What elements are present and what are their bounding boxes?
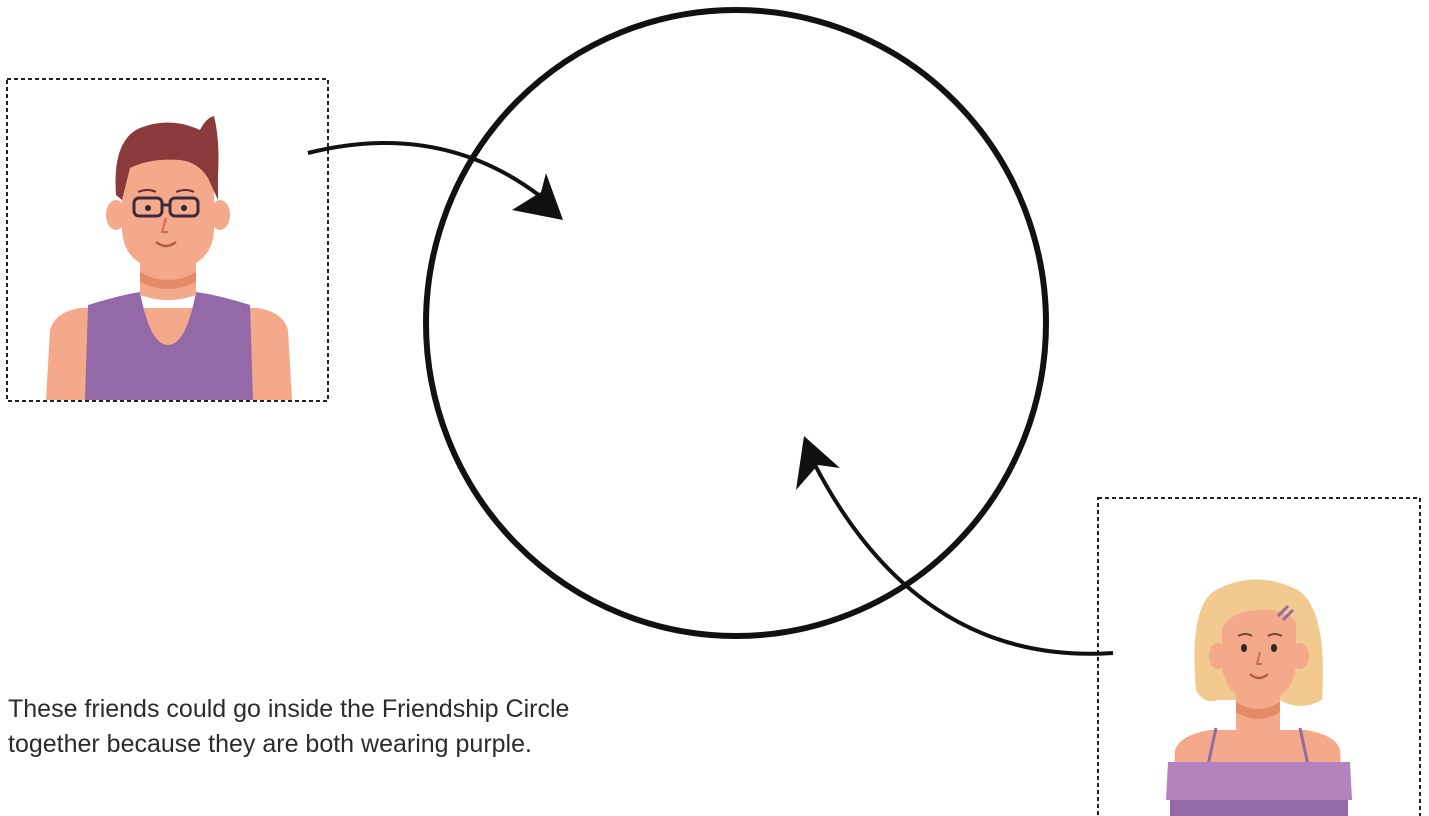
caption-line-1: These friends could go inside the Friend… <box>8 695 570 723</box>
caption-line-2: together because they are both wearing p… <box>8 729 532 758</box>
arrow-into-circle-bottom <box>796 436 1114 656</box>
boy-avatar <box>46 116 292 400</box>
arrow-into-circle-top <box>307 141 563 220</box>
friendship-caption: These friends could go inside the Friend… <box>8 692 808 761</box>
boy-avatar-frame <box>6 78 329 402</box>
girl-avatar <box>1166 579 1352 816</box>
friendship-circle <box>423 7 1049 639</box>
girl-avatar-frame <box>1097 497 1421 816</box>
